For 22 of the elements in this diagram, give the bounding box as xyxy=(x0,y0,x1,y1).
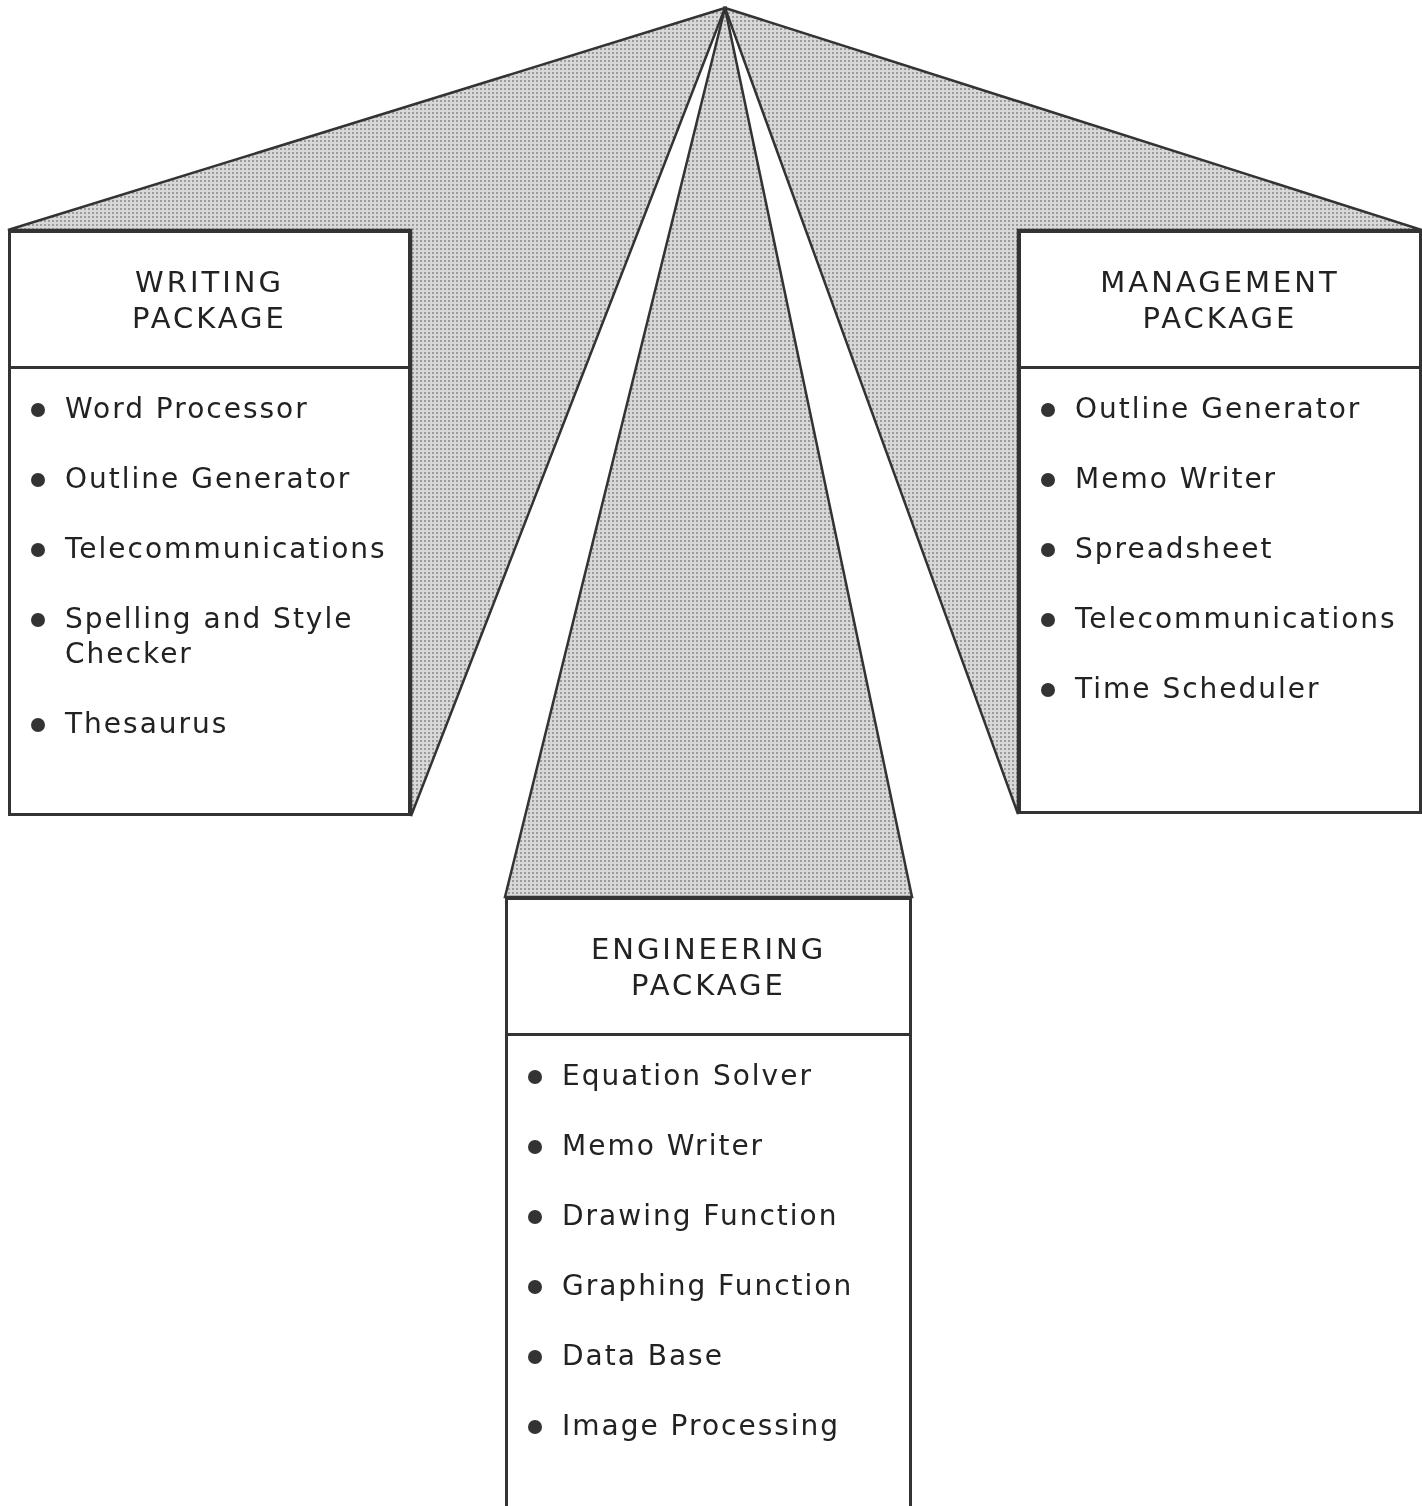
bullet-item: Memo Writer xyxy=(526,1128,897,1163)
bullet-item: Telecommunications xyxy=(29,531,396,566)
bullet-item: Time Scheduler xyxy=(1039,671,1407,706)
package-panel xyxy=(505,897,912,1506)
bullet-item: Outline Generator xyxy=(1039,391,1407,426)
package-panel xyxy=(8,230,411,816)
package-heading: ENGINEERING PACKAGE xyxy=(589,930,828,1003)
bullet-item: Spreadsheet xyxy=(1039,531,1407,566)
package-heading: MANAGEMENT PACKAGE xyxy=(1099,263,1341,336)
bullet-item: Memo Writer xyxy=(1039,461,1407,496)
bullet-item: Spelling and Style Checker xyxy=(29,601,396,671)
package-panel xyxy=(1018,230,1422,814)
bullet-item: Thesaurus xyxy=(29,706,396,741)
bullet-item: Outline Generator xyxy=(29,461,396,496)
bullet-item: Drawing Function xyxy=(526,1198,897,1233)
package-heading: WRITING PACKAGE xyxy=(131,263,288,336)
bullet-item: Image Processing xyxy=(526,1408,897,1443)
bullet-item: Graphing Function xyxy=(526,1268,897,1303)
bullet-item: Equation Solver xyxy=(526,1058,897,1093)
bullet-item: Data Base xyxy=(526,1338,897,1373)
bullet-item: Word Processor xyxy=(29,391,396,426)
bullet-item: Telecommunications xyxy=(1039,601,1407,636)
